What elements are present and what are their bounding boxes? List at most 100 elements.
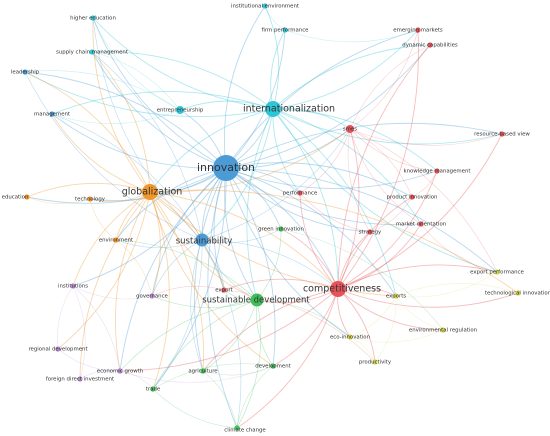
edge-smes-export-performance	[349, 128, 498, 273]
edge-competitiveness-productivity	[337, 288, 376, 363]
edge-internationalization-institutional-environment	[264, 5, 280, 110]
node-agriculture[interactable]	[200, 368, 206, 374]
node-management[interactable]	[49, 111, 55, 117]
label-knowledge-management: knowledge management	[403, 169, 470, 175]
node-development[interactable]	[270, 363, 276, 369]
edge-competitiveness-knowledge-management	[337, 170, 438, 290]
edge-innovation-product-innovation	[225, 162, 413, 198]
edge-innovation-market-orientation	[225, 167, 422, 226]
node-green-innovation[interactable]	[278, 226, 284, 232]
label-competitiveness: competitiveness	[303, 284, 381, 295]
edge-globalization-agriculture	[149, 191, 204, 372]
edge-institutions-governance	[72, 285, 153, 300]
edge-market-orientation-export-performance	[420, 223, 498, 273]
node-sustainability[interactable]	[195, 233, 209, 247]
node-environmental-regulation[interactable]	[440, 327, 446, 333]
edge-entrepreneurship-supply-chain-management	[91, 51, 181, 111]
edge-exports-environmental-regulation	[395, 295, 444, 331]
edge-sustainability-green-innovation	[201, 228, 282, 243]
edge-export-productivity	[223, 289, 376, 363]
node-innovation[interactable]	[213, 155, 239, 181]
label-strategy: strategy	[359, 230, 382, 236]
node-supply-chain-management[interactable]	[89, 49, 95, 55]
node-entrepreneurship[interactable]	[176, 106, 184, 114]
node-regional-development[interactable]	[55, 346, 61, 352]
edge-smes-product-innovation	[349, 128, 413, 198]
edge-globalization-smes	[149, 128, 351, 193]
node-productivity[interactable]	[372, 359, 378, 365]
edge-internationalization-higher-education	[92, 17, 274, 110]
node-strategy[interactable]	[367, 229, 373, 235]
edge-knowledge-management-product-innovation	[411, 170, 438, 198]
edge-innovation-exports	[225, 167, 397, 297]
node-firm-performance[interactable]	[282, 27, 288, 33]
edge-sustainable-development-trade	[152, 299, 258, 390]
node-environment[interactable]	[113, 237, 119, 243]
node-export-performance[interactable]	[494, 269, 500, 275]
node-knowledge-management[interactable]	[434, 168, 440, 174]
edge-smes-dynamic-capabilities	[349, 44, 431, 130]
edge-export-governance	[151, 285, 225, 297]
node-technological-innovation[interactable]	[515, 290, 521, 296]
node-foreign-direct-investment[interactable]	[77, 376, 83, 382]
edge-smes-performance	[299, 128, 351, 194]
node-export[interactable]	[221, 287, 227, 293]
label-institutional-environment: institutional environment	[231, 4, 299, 10]
edge-eco-innovation-environmental-regulation	[349, 329, 444, 343]
edge-environment-governance	[115, 239, 153, 297]
edge-globalization-supply-chain-management	[91, 51, 151, 193]
edge-sustainability-agriculture	[190, 239, 204, 372]
edge-globalization-institutions	[72, 191, 151, 287]
edge-competitiveness-agriculture	[202, 288, 339, 372]
edge-internationalization-smes	[272, 108, 351, 130]
node-dynamic-capabilities[interactable]	[427, 42, 433, 48]
node-smes[interactable]	[346, 125, 354, 133]
edge-innovation-leadership	[24, 71, 227, 169]
edge-competitiveness-climate-change	[236, 288, 339, 429]
edge-sustainability-management	[51, 113, 203, 241]
node-higher-education[interactable]	[90, 15, 96, 21]
node-institutions[interactable]	[70, 283, 76, 289]
edge-exports-eco-innovation	[349, 295, 397, 338]
node-education[interactable]	[24, 194, 30, 200]
edge-smes-resource-based-view	[349, 128, 503, 146]
node-resource-based-view[interactable]	[499, 131, 505, 137]
label-climate-change: climate change	[224, 428, 266, 434]
edge-globalization-management	[51, 113, 151, 193]
node-leadership[interactable]	[22, 69, 28, 75]
edge-sustainability-climate-change	[201, 239, 242, 429]
node-globalization[interactable]	[142, 184, 158, 200]
node-eco-innovation[interactable]	[347, 334, 353, 340]
node-trade[interactable]	[150, 386, 156, 392]
label-sustainability: sustainability	[176, 237, 233, 247]
node-climate-change[interactable]	[234, 425, 240, 431]
node-internationalization[interactable]	[265, 101, 281, 117]
edge-internationalization-resource-based-view	[272, 108, 503, 145]
node-sustainable-development[interactable]	[250, 293, 264, 307]
edge-globalization-development	[149, 191, 274, 367]
node-exports[interactable]	[393, 293, 399, 299]
edge-firm-performance-institutional-environment	[264, 5, 286, 31]
node-economic-growth[interactable]	[117, 368, 123, 374]
label-entrepreneurship: entrepreneurship	[157, 108, 204, 114]
edge-competitiveness-market-orientation	[337, 223, 422, 290]
node-market-orientation[interactable]	[418, 221, 424, 227]
node-technology[interactable]	[87, 196, 93, 202]
edge-entrepreneurship-higher-education	[92, 17, 181, 111]
edge-competitiveness-development	[272, 288, 339, 367]
label-environment: environment	[99, 238, 133, 244]
node-performance[interactable]	[297, 190, 303, 196]
label-supply-chain-management: supply chain management	[56, 50, 128, 56]
label-export: export	[215, 288, 232, 294]
node-product-innovation[interactable]	[409, 194, 415, 200]
edge-layer	[24, 5, 519, 429]
edge-internationalization-market-orientation	[272, 108, 422, 225]
edge-internationalization-entrepreneurship	[179, 100, 274, 111]
node-governance[interactable]	[149, 293, 155, 299]
edge-globalization-sustainable-development	[149, 191, 258, 301]
node-emerging-markets[interactable]	[415, 27, 421, 33]
edge-sustainable-development-eco-innovation	[256, 299, 351, 338]
node-institutional-environment[interactable]	[262, 3, 268, 9]
edge-sustainability-supply-chain-management	[91, 51, 203, 241]
node-competitiveness[interactable]	[330, 281, 346, 297]
